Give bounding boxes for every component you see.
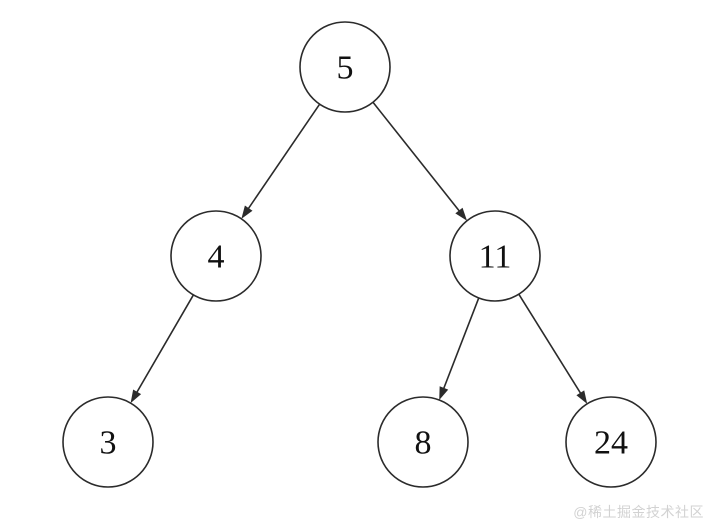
- edge-line: [441, 297, 480, 394]
- node-circle: [449, 210, 541, 302]
- node-circle: [170, 210, 262, 302]
- arrow-head-icon: [241, 205, 253, 219]
- node-circle: [565, 396, 657, 488]
- tree-node-3[interactable]: 3: [62, 396, 154, 488]
- node-label: 5: [337, 50, 354, 87]
- node-label: 3: [100, 425, 117, 462]
- node-label: 4: [208, 239, 225, 276]
- tree-node-5[interactable]: 5: [299, 21, 391, 113]
- arrow-head-icon: [439, 386, 449, 401]
- arrow-head-icon: [576, 390, 588, 404]
- node-label: 8: [415, 425, 432, 462]
- edge-line: [133, 294, 195, 398]
- nodes-layer: 5 4 11 3 8 24: [62, 21, 657, 488]
- tree-node-11[interactable]: 11: [449, 210, 541, 302]
- tree-edge-11-to-24: [518, 293, 588, 404]
- tree-edge-4-to-3: [130, 294, 195, 404]
- node-label: 11: [479, 239, 512, 276]
- tree-edge-5-to-4: [241, 103, 321, 219]
- watermark: @稀土掘金技术社区: [573, 504, 704, 520]
- edge-line: [518, 293, 585, 399]
- arrow-head-icon: [130, 389, 142, 404]
- tree-edge-11-to-8: [439, 297, 480, 401]
- node-circle: [377, 396, 469, 488]
- tree-node-4[interactable]: 4: [170, 210, 262, 302]
- tree-node-24[interactable]: 24: [565, 396, 657, 488]
- node-label: 24: [594, 425, 628, 462]
- edges-layer: [130, 101, 588, 404]
- node-circle: [299, 21, 391, 113]
- node-circle: [62, 396, 154, 488]
- arrow-head-icon: [455, 207, 468, 221]
- edge-line: [244, 103, 321, 214]
- tree-node-8[interactable]: 8: [377, 396, 469, 488]
- edge-line: [372, 101, 464, 216]
- tree-edge-5-to-11: [372, 101, 468, 221]
